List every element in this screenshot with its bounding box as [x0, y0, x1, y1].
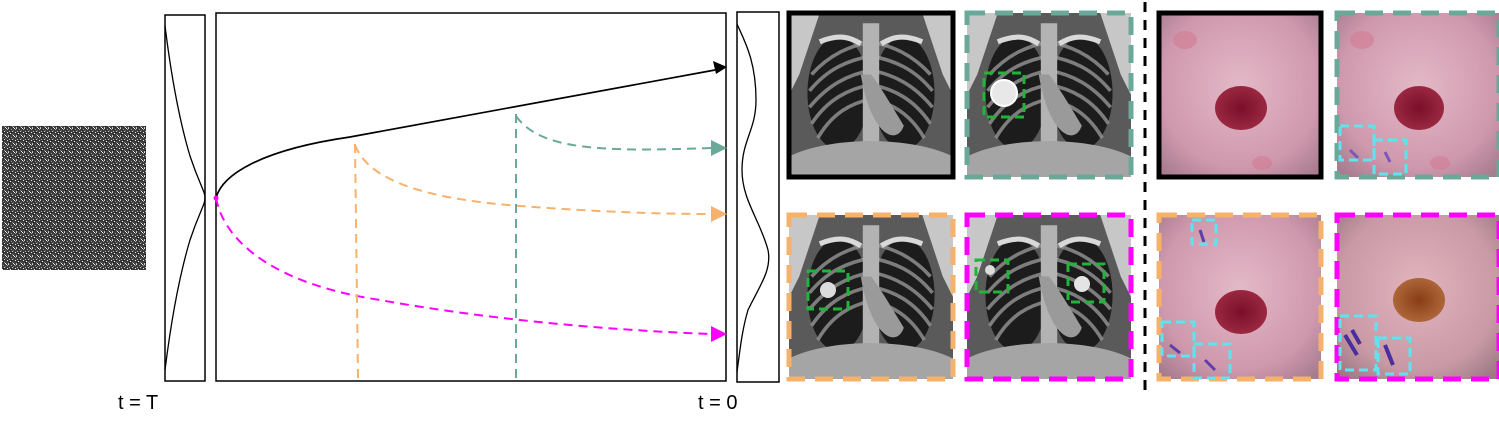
device-bbox	[1066, 262, 1106, 304]
time-start-label: t = T	[118, 392, 159, 414]
data-distribution	[736, 11, 780, 383]
derm-magenta	[1334, 212, 1499, 382]
artifact-bbox	[1338, 314, 1378, 372]
device-bbox	[974, 258, 1010, 294]
artifact-bbox	[1372, 138, 1408, 176]
xray-orange	[786, 212, 956, 382]
derm-teal	[1334, 10, 1499, 180]
artifact-bbox	[1190, 218, 1218, 246]
time-end-label: t = 0	[698, 392, 738, 414]
process-box	[215, 12, 727, 382]
derm-orange	[1156, 212, 1324, 382]
data-density-curve	[736, 23, 770, 373]
noise-image	[2, 126, 146, 270]
start-point	[213, 195, 219, 201]
artifact-bbox	[1192, 342, 1232, 380]
prior-density-curve	[164, 25, 206, 371]
artifact-bbox	[1376, 336, 1412, 376]
xray-teal	[964, 10, 1134, 180]
xray-magenta	[964, 212, 1134, 382]
derm-real	[1156, 10, 1324, 180]
prior-distribution	[164, 14, 206, 382]
black-trajectory	[215, 61, 727, 199]
magenta-trajectory	[215, 197, 727, 342]
device-bbox	[982, 71, 1026, 119]
orange-trajectory	[354, 142, 727, 379]
teal-trajectory	[515, 114, 727, 378]
artifact-bbox	[1160, 320, 1196, 358]
xray-real	[786, 10, 956, 180]
device-bbox	[806, 269, 850, 311]
